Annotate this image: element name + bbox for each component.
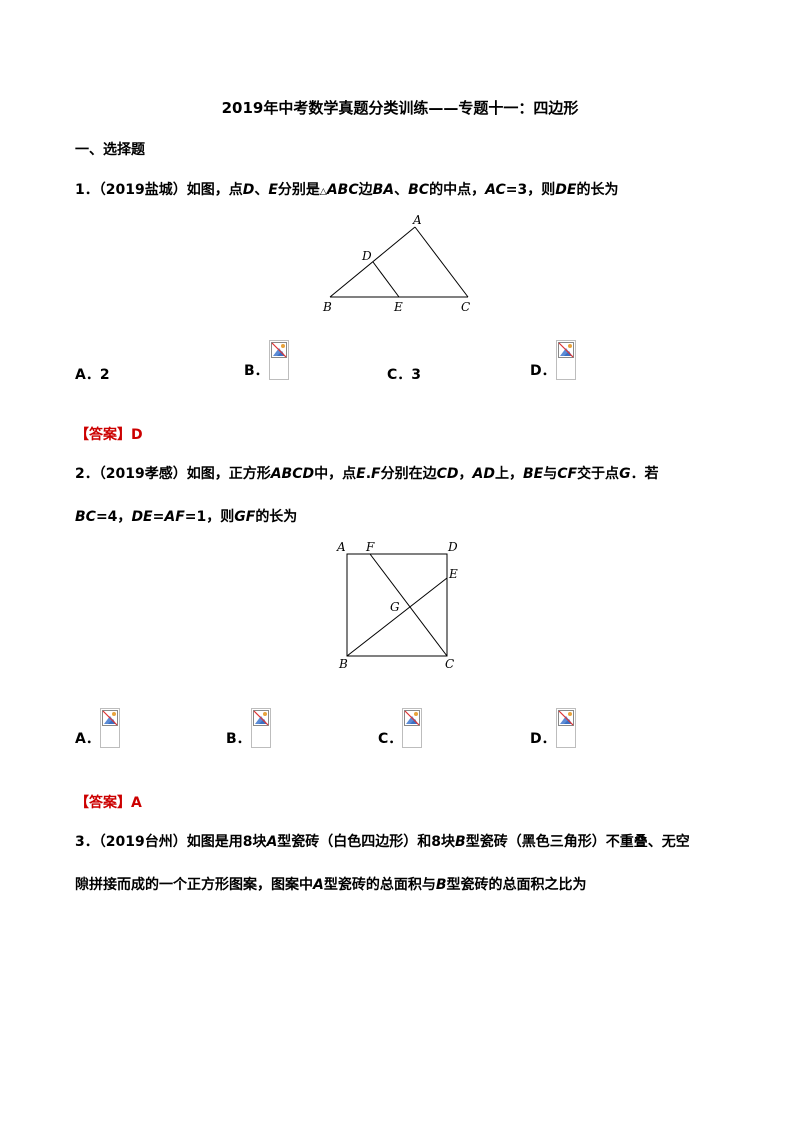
broken-image-icon: [250, 708, 271, 748]
label-b: B: [338, 657, 348, 670]
question-3-line-2: 隙拼接而成的一个正方形图案，图案中A型瓷砖的总面积与B型瓷砖的总面积之比为: [75, 877, 587, 893]
page-title: 2019年中考数学真题分类训练——专题十一：四边形: [221, 99, 579, 117]
label-g: G: [390, 600, 400, 614]
label-d: D: [361, 249, 372, 263]
q2-option-b[interactable]: B．: [226, 708, 271, 748]
label-d: D: [447, 540, 458, 554]
broken-image-icon: [268, 340, 289, 380]
q2-option-c[interactable]: C．: [378, 708, 423, 748]
label-e: E: [448, 567, 458, 581]
triangle-figure: A D B E C: [322, 213, 470, 314]
question-2-line-1: 2．（2019孝感）如图，正方形ABCD中，点E.F分别在边CD，AD上，BE与…: [75, 466, 659, 482]
q1-answer: 【答案】D: [75, 427, 143, 443]
segment-de: [372, 261, 400, 298]
label-a: A: [412, 213, 422, 227]
label-a: A: [336, 540, 346, 554]
q2-answer: 【答案】A: [75, 795, 142, 811]
question-1-text: 1．（2019盐城）如图，点D、E分别是△ABC边BA、BC的中点，AC=3，则…: [75, 182, 619, 198]
label-c: C: [461, 300, 470, 314]
side-ba: [329, 226, 416, 298]
broken-image-icon: [555, 340, 576, 380]
square-abcd: [346, 553, 448, 657]
q1-option-d[interactable]: D．: [530, 340, 576, 380]
q2-option-a[interactable]: A．: [75, 708, 120, 748]
square-figure: A F D E G B C: [336, 540, 458, 670]
q2-option-d[interactable]: D．: [530, 708, 576, 748]
broken-image-icon: [99, 708, 120, 748]
question-2-line-2: BC=4，DE=AF=1，则GF的长为: [75, 509, 298, 525]
q1-option-b[interactable]: B．: [244, 340, 289, 380]
label-b: B: [322, 300, 332, 314]
section-heading: 一、选择题: [75, 142, 145, 158]
label-c: C: [445, 657, 454, 670]
q1-option-c[interactable]: C．3: [387, 367, 422, 383]
question-3-line-1: 3．（2019台州）如图是用8块A型瓷砖（白色四边形）和8块B型瓷砖（黑色三角形…: [75, 834, 690, 850]
label-f: F: [365, 540, 375, 554]
broken-image-icon: [555, 708, 576, 748]
label-e: E: [393, 300, 403, 314]
side-ac: [414, 226, 469, 298]
segment-be: [346, 577, 448, 657]
q1-option-a[interactable]: A．2: [75, 367, 110, 383]
segment-cf: [369, 553, 448, 657]
broken-image-icon: [402, 708, 423, 748]
